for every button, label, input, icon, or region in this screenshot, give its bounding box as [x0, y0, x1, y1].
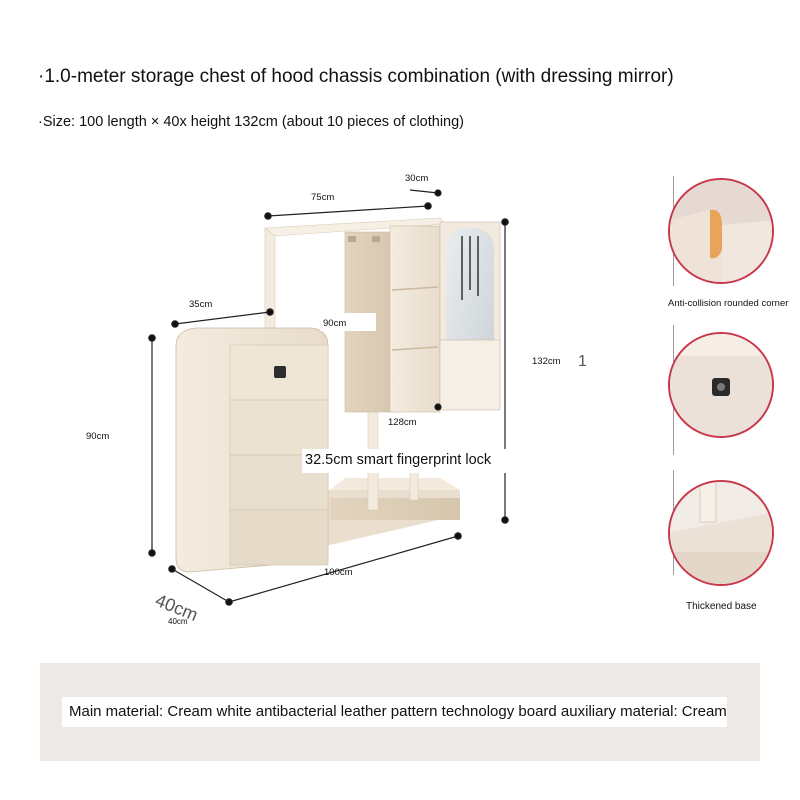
- label-patch: [320, 313, 376, 331]
- dim-shelf-height: 90cm: [323, 318, 347, 329]
- size-subtitle: ·Size: 100 length × 40x height 132cm (ab…: [38, 114, 465, 130]
- material-text-background: [62, 697, 727, 727]
- dim-chest-depth: 35cm: [189, 299, 213, 310]
- label-patch: [302, 449, 524, 473]
- dimension-lines: [148, 189, 509, 606]
- dim-mirror-depth: 30cm: [405, 173, 429, 184]
- stray-mark: 1: [578, 353, 587, 370]
- material-description: Main material: Cream white antibacterial…: [69, 703, 727, 720]
- dim-chest-height: 90cm: [86, 431, 110, 442]
- mirror-door: [439, 221, 501, 411]
- detail-caption-corner: Anti-collision rounded corner: [668, 298, 789, 309]
- lock-label: 32.5cm smart fingerprint lock: [305, 452, 492, 468]
- page-title: ·1.0-meter storage chest of hood chassis…: [38, 66, 674, 87]
- fingerprint-lock-icon: [274, 366, 286, 378]
- detail-fingerprint-lock: [668, 332, 774, 438]
- dim-total-height: 132cm: [532, 356, 561, 367]
- dim-top-width: 75cm: [311, 192, 335, 203]
- dim-base-length: 100cm: [324, 567, 353, 578]
- dim-base-depth: 40cm: [168, 617, 188, 626]
- drawer-chest: [175, 327, 329, 573]
- label-patch: [385, 414, 433, 430]
- dim-inner-height: 128cm: [388, 417, 417, 428]
- detail-rounded-corner: [668, 178, 774, 284]
- detail-thickened-base: [668, 480, 774, 586]
- detail-caption-base: Thickened base: [686, 601, 757, 612]
